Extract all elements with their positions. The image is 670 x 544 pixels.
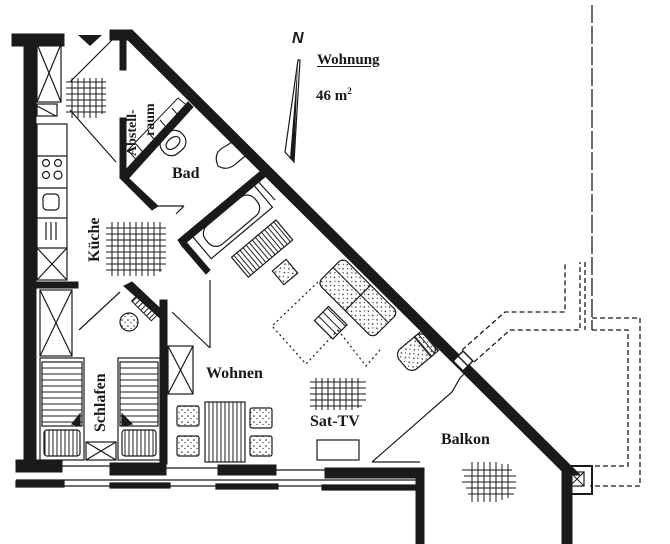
area-unit-superscript: 2	[347, 86, 352, 96]
room-label-abstellraum-line2: raum	[143, 103, 158, 136]
dining-chairs	[176, 405, 273, 457]
tv-rug	[310, 378, 366, 410]
coffee-table	[313, 305, 348, 340]
bathroom-fixtures	[159, 129, 276, 260]
bad-door	[156, 205, 185, 215]
balcony-outline	[371, 371, 467, 463]
living-area-outline	[271, 281, 381, 367]
radiator	[130, 290, 162, 322]
stool	[271, 258, 299, 286]
room-label-schlafen: Schlafen	[92, 373, 109, 432]
balcony-door-post	[452, 350, 474, 372]
entrance-rug	[66, 78, 106, 118]
balcony-rug	[462, 462, 516, 502]
bottom-window-lines	[15, 465, 421, 491]
room-label-bad: Bad	[172, 165, 200, 182]
area-value: 46 m	[316, 88, 348, 104]
entrance-door	[69, 39, 117, 163]
nightstand	[85, 441, 117, 461]
beds	[39, 357, 161, 461]
room-label-sat-tv: Sat-TV	[310, 413, 360, 430]
kitchen-door	[78, 291, 121, 331]
room-label-kueche: Küche	[86, 217, 103, 262]
sideboard	[230, 219, 294, 279]
living-wardrobe	[167, 345, 194, 395]
tv-stand	[316, 439, 360, 461]
room-label-balkon: Balkon	[441, 431, 490, 448]
kitchen-units	[36, 43, 73, 357]
balcony-column	[563, 465, 593, 495]
plan-title: Wohnung	[317, 52, 380, 68]
armchair	[396, 329, 440, 371]
dining-table	[204, 401, 246, 463]
round-table	[119, 312, 139, 332]
sofa	[319, 259, 397, 337]
north-label: N	[292, 30, 304, 47]
room-label-abstellraum-line1: Abstell-	[125, 109, 140, 156]
plan-area: 46 m2	[316, 86, 352, 105]
room-label-wohnen: Wohnen	[206, 365, 263, 382]
living-door	[171, 280, 211, 349]
entrance-arrow-icon	[78, 35, 102, 46]
kitchen-rug	[106, 222, 166, 276]
neighbor-dashed-outline	[461, 5, 641, 487]
storage-shelf	[127, 97, 191, 163]
